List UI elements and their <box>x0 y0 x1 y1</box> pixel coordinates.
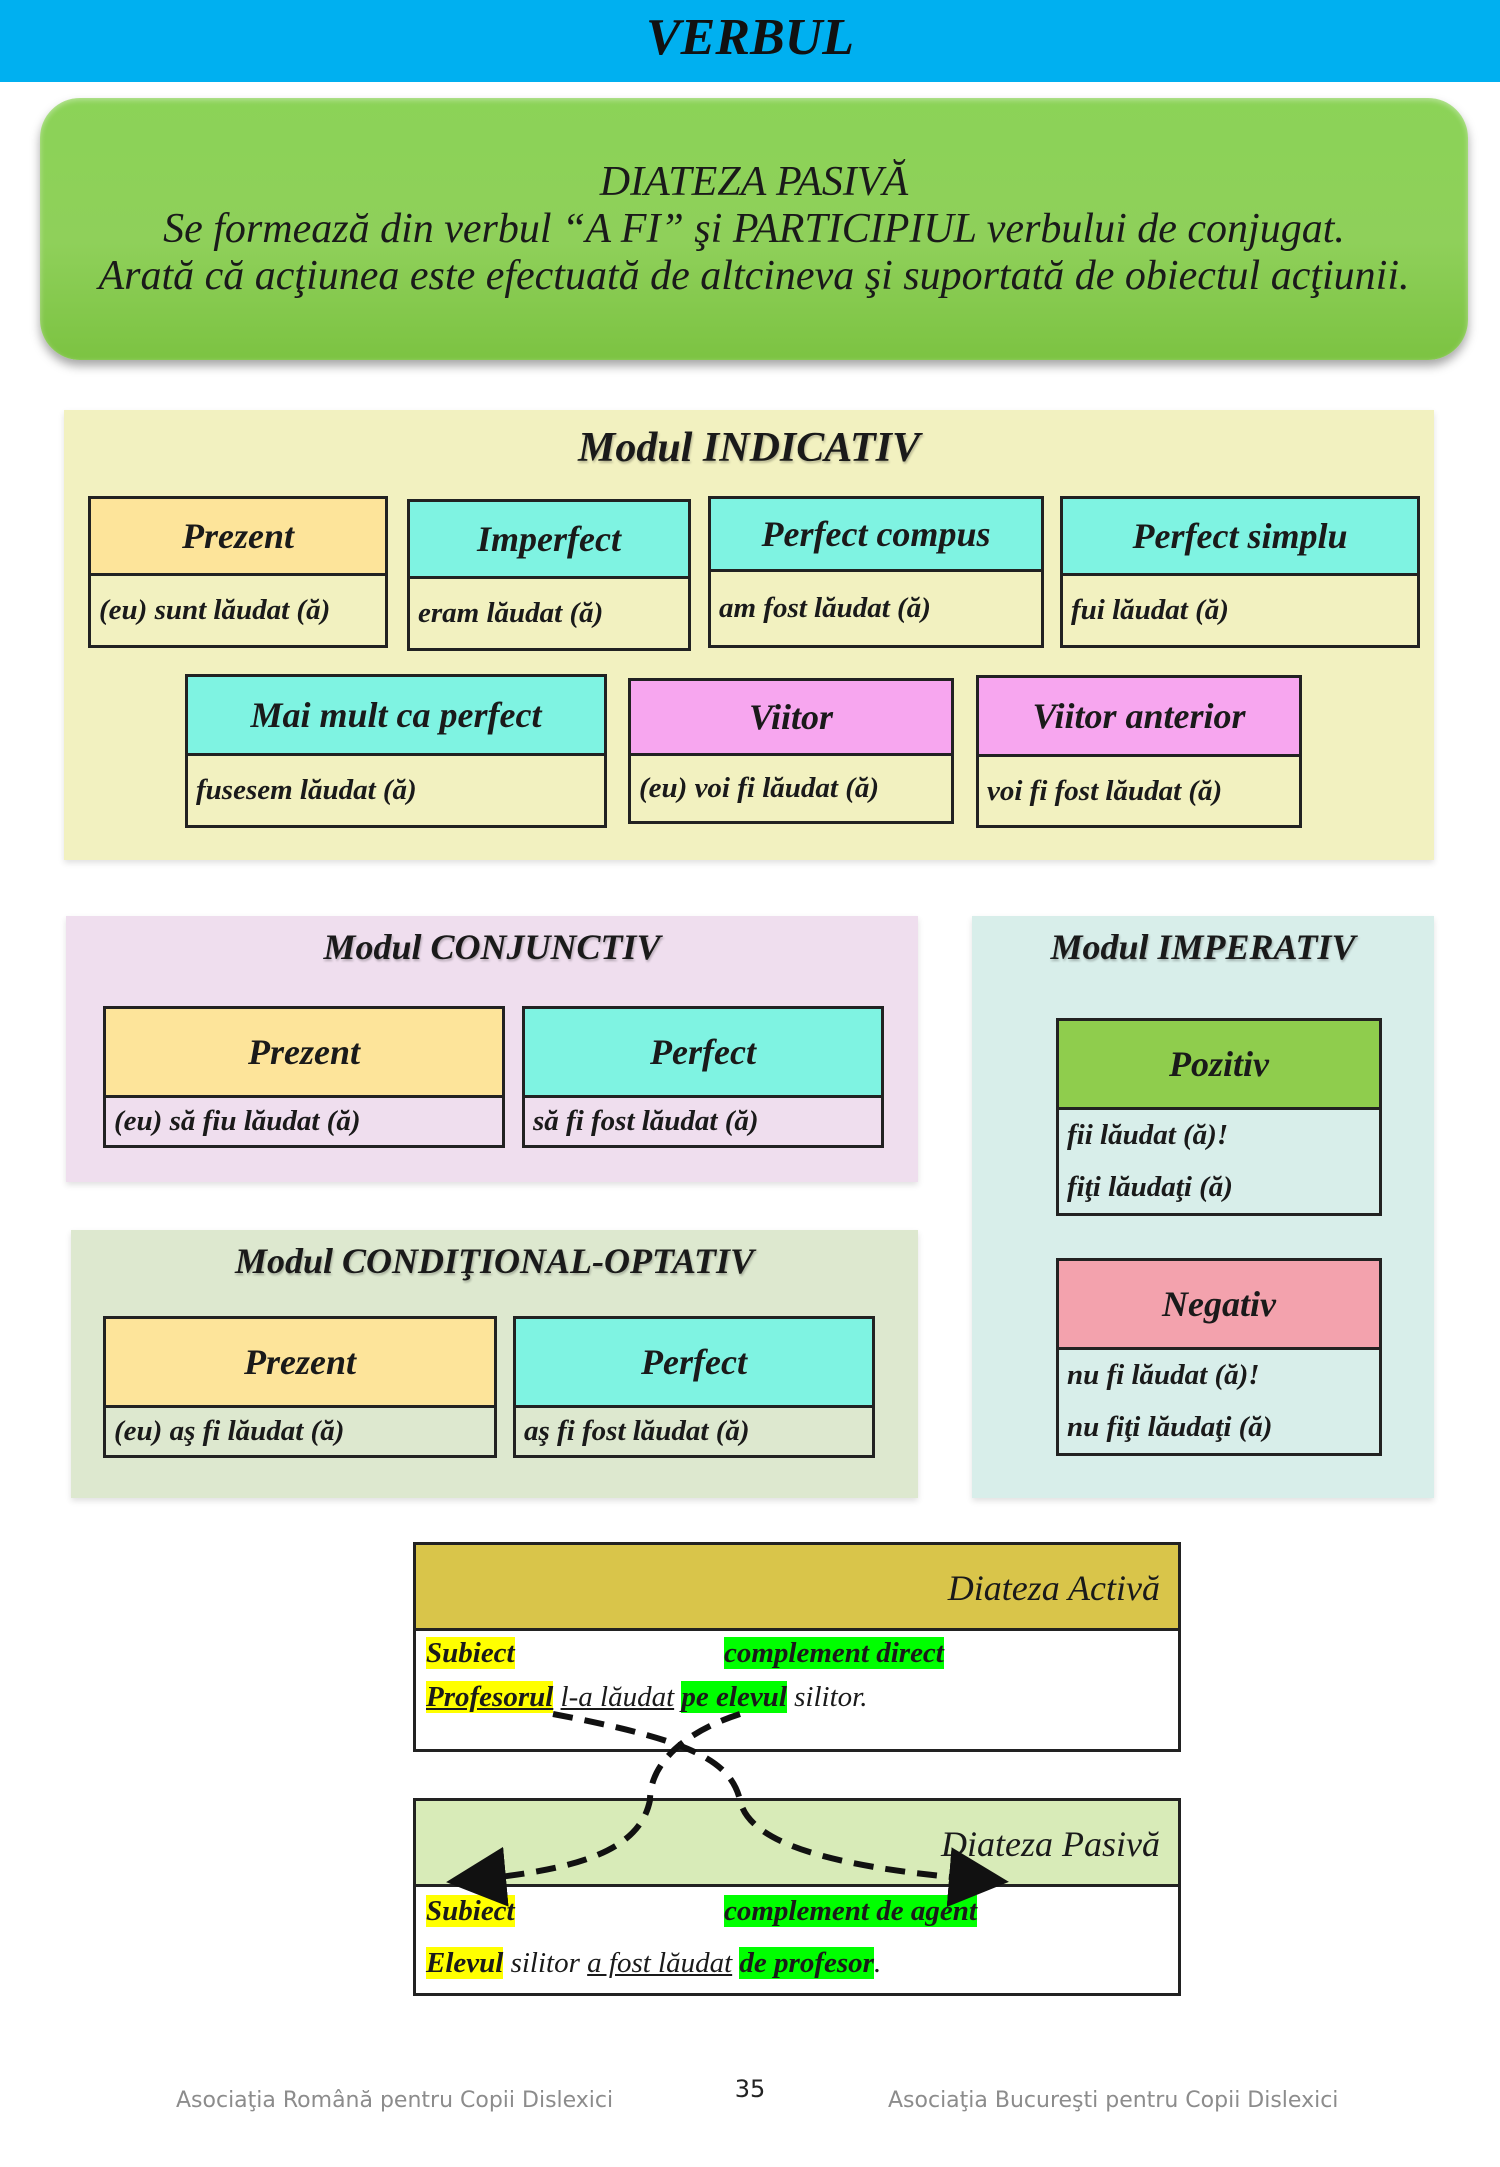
imperativ-card-pozitiv: Pozitiv fii lăudat (ă)! fiţi lăudaţi (ă) <box>1056 1018 1382 1216</box>
banner-line-formation: Se formează din verbul “A FI” şi PARTICI… <box>163 205 1345 252</box>
panel-title-conditional-optativ: Modul CONDIŢIONAL-OPTATIV <box>234 1241 755 1281</box>
active-voice-box: Diateza Activă Subiect complement direct… <box>413 1542 1181 1752</box>
tense-name: Perfect <box>516 1319 872 1408</box>
tense-name: Imperfect <box>410 502 688 579</box>
passive-subject-word: Elevul <box>426 1947 504 1979</box>
passive-verb-word: a fost lăudat <box>587 1947 733 1979</box>
tense-name: Perfect <box>525 1009 881 1098</box>
tense-name: Viitor anterior <box>979 678 1299 757</box>
active-label-object: complement direct <box>724 1637 944 1669</box>
active-object-word: pe elevul <box>681 1681 787 1713</box>
page-number: 35 <box>734 2075 766 2103</box>
active-voice-title: Diateza Activă <box>416 1545 1178 1631</box>
tense-form: aş fi fost lăudat (ă) <box>524 1415 750 1447</box>
panel-imperativ: Modul IMPERATIV Pozitiv fii lăudat (ă)! … <box>972 916 1434 1498</box>
tense-card-conditional-prezent: Prezent (eu) aş fi lăudat (ă) <box>103 1316 497 1458</box>
tense-form: eram lăudat (ă) <box>418 597 604 629</box>
passive-label-subject: Subiect <box>426 1895 515 1927</box>
imperativ-name: Negativ <box>1059 1261 1379 1350</box>
active-label-subject: Subiect <box>426 1637 515 1669</box>
panel-indicativ: Modul INDICATIV Prezent (eu) sunt lăudat… <box>64 410 1434 860</box>
imperativ-card-negativ: Negativ nu fi lăudat (ă)! nu fiţi lăudaţ… <box>1056 1258 1382 1456</box>
active-subject-word: Profesorul <box>426 1681 554 1713</box>
tense-form: am fost lăudat (ă) <box>719 592 931 624</box>
tense-card-indicativ-viitor: Viitor (eu) voi fi lăudat (ă) <box>628 678 954 824</box>
tense-form: (eu) aş fi lăudat (ă) <box>114 1415 345 1447</box>
tense-name: Prezent <box>106 1009 502 1098</box>
passive-agent-word: de profesor <box>739 1947 874 1979</box>
footer-left: Asociaţia Română pentru Copii Dislexici <box>176 2088 614 2113</box>
tense-name: Perfect compus <box>711 499 1041 572</box>
tense-form: (eu) voi fi lăudat (ă) <box>639 772 880 804</box>
passive-voice-title: Diateza Pasivă <box>416 1801 1178 1887</box>
title-bar <box>0 0 1500 82</box>
tense-card-indicativ-viitor-anterior: Viitor anterior voi fi fost lăudat (ă) <box>976 675 1302 828</box>
tense-form: (eu) sunt lăudat (ă) <box>99 594 331 626</box>
imperativ-name: Pozitiv <box>1059 1021 1379 1110</box>
passive-label-agent: complement de agent <box>724 1895 977 1927</box>
panel-conjunctiv: Modul CONJUNCTIV Prezent (eu) să fiu lău… <box>66 916 918 1182</box>
imperativ-form: nu fi lăudat (ă)! <box>1067 1359 1260 1392</box>
panel-conditional-optativ: Modul CONDIŢIONAL-OPTATIV Prezent (eu) a… <box>71 1230 918 1498</box>
passive-example-sentence: Elevul silitor a fost lăudat de profesor… <box>426 1947 882 1979</box>
definition-banner: DIATEZA PASIVĂ Se formează din verbul “A… <box>40 98 1468 360</box>
tense-form: (eu) să fiu lăudat (ă) <box>114 1105 361 1137</box>
banner-heading: DIATEZA PASIVĂ <box>599 158 909 205</box>
tense-form: fui lăudat (ă) <box>1071 594 1229 626</box>
footer-right: Asociaţia Bucureşti pentru Copii Dislexi… <box>888 2088 1339 2113</box>
tense-form: să fi fost lăudat (ă) <box>533 1105 759 1137</box>
active-example-sentence: Profesorul l-a lăudat pe elevul silitor. <box>426 1681 868 1713</box>
tense-card-indicativ-perfect-simplu: Perfect simplu fui lăudat (ă) <box>1060 496 1420 648</box>
tense-card-indicativ-perfect-compus: Perfect compus am fost lăudat (ă) <box>708 496 1044 648</box>
panel-title-indicativ: Modul INDICATIV <box>578 425 920 471</box>
tense-card-indicativ-mai-mult-ca-perfect: Mai mult ca perfect fusesem lăudat (ă) <box>185 674 607 828</box>
tense-card-indicativ-imperfect: Imperfect eram lăudat (ă) <box>407 499 691 651</box>
active-verb-word: l-a lăudat <box>560 1681 675 1713</box>
tense-name: Viitor <box>631 681 951 756</box>
tense-name: Prezent <box>91 499 385 576</box>
panel-title-conjunctiv: Modul CONJUNCTIV <box>323 927 661 967</box>
tense-name: Perfect simplu <box>1063 499 1417 576</box>
tense-card-indicativ-prezent: Prezent (eu) sunt lăudat (ă) <box>88 496 388 648</box>
tense-card-conditional-perfect: Perfect aş fi fost lăudat (ă) <box>513 1316 875 1458</box>
tense-form: voi fi fost lăudat (ă) <box>987 774 1223 807</box>
tense-name: Mai mult ca perfect <box>188 677 604 756</box>
page-title: VERBUL <box>645 9 855 66</box>
imperativ-form: fii lăudat (ă)! <box>1067 1119 1229 1152</box>
tense-card-conjunctiv-prezent: Prezent (eu) să fiu lăudat (ă) <box>103 1006 505 1148</box>
imperativ-form: fiţi lăudaţi (ă) <box>1067 1170 1233 1203</box>
tense-name: Prezent <box>106 1319 494 1408</box>
tense-card-conjunctiv-perfect: Perfect să fi fost lăudat (ă) <box>522 1006 884 1148</box>
banner-line-meaning: Arată că acţiunea este efectuată de altc… <box>98 252 1410 299</box>
tense-form: fusesem lăudat (ă) <box>196 774 417 806</box>
imperativ-form: nu fiţi lăudaţi (ă) <box>1067 1410 1273 1443</box>
panel-title-imperativ: Modul IMPERATIV <box>1050 927 1356 967</box>
passive-voice-box: Diateza Pasivă Subiect complement de age… <box>413 1798 1181 1996</box>
